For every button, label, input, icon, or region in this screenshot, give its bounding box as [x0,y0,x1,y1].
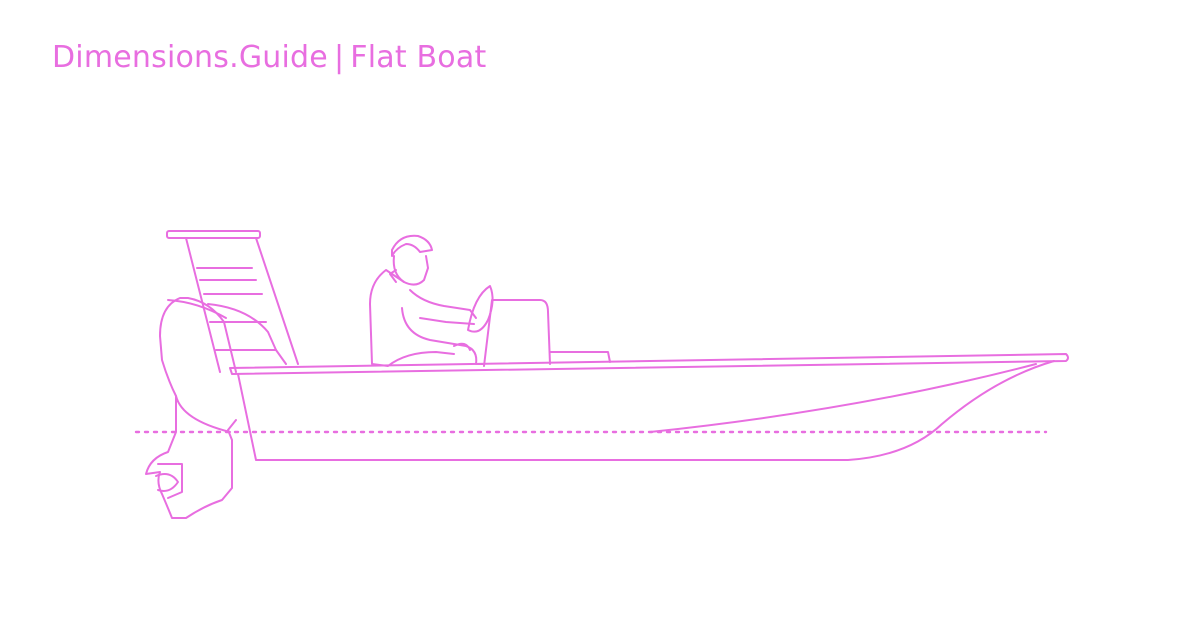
poling-platform [166,230,299,373]
subject-name: Flat Boat [350,40,487,75]
propeller-housing [157,463,183,499]
motor-body [145,297,237,519]
propeller [155,473,179,492]
title-separator: | [333,40,345,75]
tower-leg-rear [185,237,221,373]
motor-shaft-line [175,395,231,433]
outboard-motor [145,297,237,519]
page-title: Dimensions.Guide|Flat Boat [52,40,486,75]
hand [453,342,471,351]
torso [369,269,455,367]
tower-leg-front [255,237,299,365]
platform-top [166,230,261,239]
head [392,255,429,286]
driver-figure [369,234,485,367]
seat-back [207,303,287,365]
boat-hull [229,353,1069,461]
steering-wheel [467,285,494,333]
forearm [419,317,475,325]
center-console [467,285,611,367]
console-seat [549,351,611,363]
hull-chine [649,363,1037,433]
cap [391,234,433,257]
motor-cowl-line [167,299,227,319]
brand-name: Dimensions.Guide [52,40,328,75]
console-body [483,299,551,367]
hull-bottom [237,360,1055,461]
upper-arm [409,289,477,319]
ear [389,269,397,283]
gunwale [229,353,1069,375]
